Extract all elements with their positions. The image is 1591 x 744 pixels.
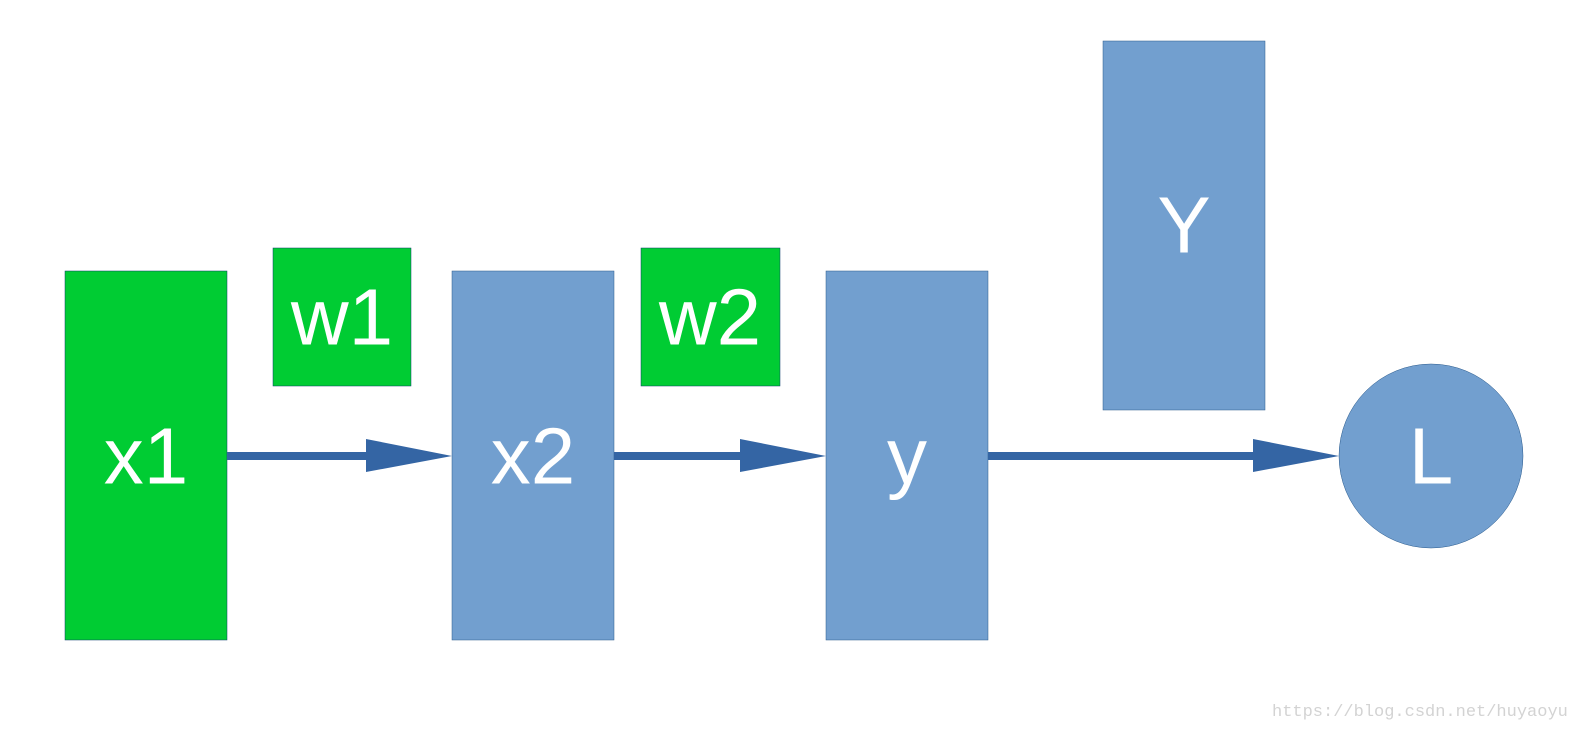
node-Y: Y — [1102, 40, 1266, 411]
node-Y-box — [1102, 40, 1266, 411]
node-w1: w1 — [272, 247, 412, 387]
node-y-label: y — [887, 412, 927, 501]
node-L-label: L — [1409, 412, 1454, 501]
node-Y-label: Y — [1157, 181, 1210, 270]
node-w2: w2 — [640, 247, 781, 387]
watermark-url: https://blog.csdn.net/huyaoyu — [1272, 703, 1568, 722]
node-x2-label: x2 — [491, 412, 576, 501]
node-w2-box — [640, 247, 781, 387]
node-x1-box — [64, 270, 228, 641]
arrow-y-to-L — [988, 439, 1339, 472]
node-w1-box — [272, 247, 412, 387]
node-x2: x2 — [451, 270, 615, 641]
arrow-x2-to-y-head — [740, 439, 826, 472]
node-L: L — [1338, 363, 1524, 549]
node-w2-label: w2 — [658, 273, 761, 362]
node-w1-label: w1 — [290, 273, 393, 362]
arrow-y-to-L-head — [1253, 439, 1339, 472]
arrow-x1-to-x2-head — [366, 439, 452, 472]
arrow-x2-to-y — [614, 439, 826, 472]
node-y: y — [825, 270, 989, 641]
node-x1: x1 — [64, 270, 228, 641]
node-x1-label: x1 — [104, 412, 189, 501]
arrow-x1-to-x2 — [227, 439, 452, 472]
node-x2-box — [451, 270, 615, 641]
node-L-circle — [1338, 363, 1524, 549]
